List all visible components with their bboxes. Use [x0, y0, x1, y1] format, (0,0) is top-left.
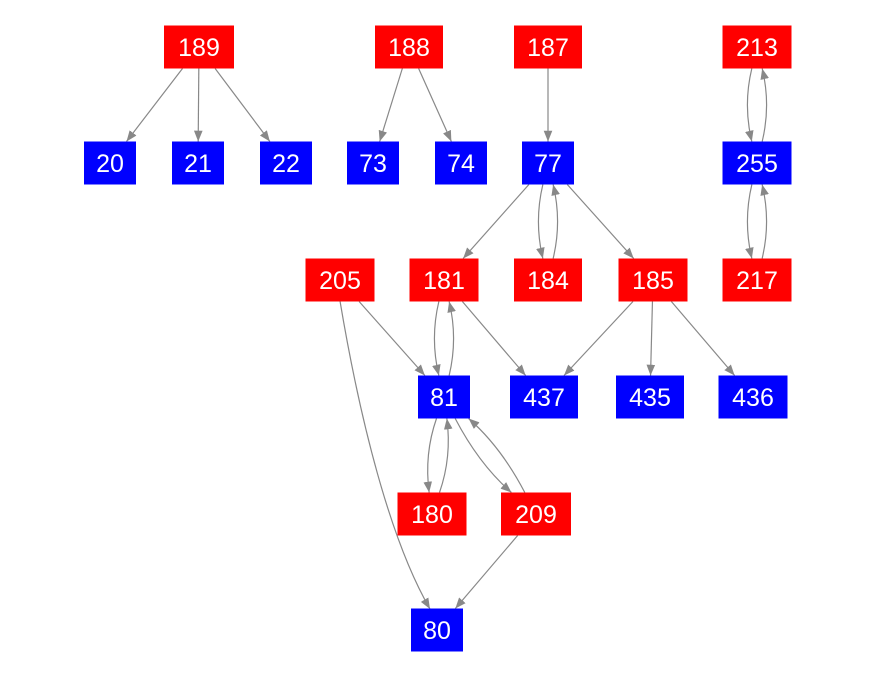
- node-label: 181: [423, 267, 465, 295]
- node-label: 435: [629, 384, 671, 412]
- node-box: [260, 141, 312, 185]
- node-188[interactable]: 188: [375, 25, 443, 69]
- edge-185-to-435: [646, 301, 656, 376]
- edge-81-to-209: [454, 418, 512, 493]
- edge-205-to-80: [339, 300, 431, 610]
- node-box: [722, 141, 792, 185]
- edge-255-to-217: [745, 184, 754, 259]
- node-box: [514, 258, 582, 302]
- node-189[interactable]: 189: [164, 25, 234, 69]
- node-437[interactable]: 437: [510, 375, 578, 419]
- edge-77-to-185: [566, 184, 635, 259]
- node-label: 209: [515, 501, 557, 529]
- edge-185-to-436: [670, 301, 736, 376]
- edge-185-to-437: [563, 301, 634, 376]
- node-label: 255: [736, 150, 778, 178]
- edge-189-to-20: [126, 68, 183, 142]
- edge-188-to-73: [378, 68, 403, 142]
- node-label: 213: [736, 34, 778, 62]
- node-21[interactable]: 21: [172, 141, 224, 185]
- node-label: 187: [527, 34, 569, 62]
- edge-181-to-81: [432, 301, 441, 376]
- edge-180-to-81: [438, 418, 453, 493]
- node-box: [718, 375, 788, 419]
- node-label: 437: [523, 384, 565, 412]
- node-box: [418, 375, 470, 419]
- edge-188-to-74: [418, 68, 452, 142]
- node-box: [616, 375, 684, 419]
- node-label: 74: [447, 150, 475, 178]
- node-187[interactable]: 187: [514, 25, 582, 69]
- node-label: 80: [423, 617, 451, 645]
- node-435[interactable]: 435: [616, 375, 684, 419]
- node-box: [435, 141, 487, 185]
- edge-81-to-180: [423, 418, 438, 493]
- node-181[interactable]: 181: [409, 258, 479, 302]
- node-205[interactable]: 205: [305, 258, 375, 302]
- node-436[interactable]: 436: [718, 375, 788, 419]
- node-box: [347, 141, 399, 185]
- node-label: 184: [527, 267, 569, 295]
- node-185[interactable]: 185: [618, 258, 688, 302]
- edge-189-to-22: [214, 68, 271, 142]
- node-box: [172, 141, 224, 185]
- node-80[interactable]: 80: [411, 608, 463, 652]
- node-box: [411, 608, 463, 652]
- node-box: [722, 25, 792, 69]
- node-180[interactable]: 180: [397, 492, 467, 536]
- node-box: [501, 492, 571, 536]
- node-label: 73: [359, 150, 387, 178]
- node-label: 217: [736, 267, 778, 295]
- node-label: 180: [411, 501, 453, 529]
- edge-77-to-184: [536, 184, 545, 259]
- node-box: [522, 141, 574, 185]
- node-label: 185: [632, 267, 674, 295]
- node-73[interactable]: 73: [347, 141, 399, 185]
- node-74[interactable]: 74: [435, 141, 487, 185]
- node-20[interactable]: 20: [84, 141, 136, 185]
- node-box: [375, 25, 443, 69]
- edge-217-to-255: [760, 184, 769, 259]
- node-77[interactable]: 77: [522, 141, 574, 185]
- edge-209-to-80: [454, 535, 519, 609]
- edge-77-to-181: [462, 184, 530, 259]
- edge-255-to-213: [760, 68, 769, 142]
- edge-209-to-81: [468, 418, 526, 493]
- node-box: [510, 375, 578, 419]
- node-label: 22: [272, 150, 300, 178]
- node-217[interactable]: 217: [722, 258, 792, 302]
- edge-189-to-21: [193, 68, 203, 142]
- node-box: [164, 25, 234, 69]
- node-box: [409, 258, 479, 302]
- node-box: [722, 258, 792, 302]
- node-255[interactable]: 255: [722, 141, 792, 185]
- node-box: [305, 258, 375, 302]
- node-label: 77: [534, 150, 562, 178]
- node-box: [618, 258, 688, 302]
- node-box: [514, 25, 582, 69]
- node-label: 81: [430, 384, 458, 412]
- edge-184-to-77: [551, 184, 560, 259]
- node-22[interactable]: 22: [260, 141, 312, 185]
- edge-181-to-437: [461, 301, 527, 376]
- node-label: 436: [732, 384, 774, 412]
- edge-205-to-81: [358, 301, 426, 376]
- node-label: 205: [319, 267, 361, 295]
- node-label: 188: [388, 34, 430, 62]
- edge-213-to-255: [745, 68, 754, 142]
- node-213[interactable]: 213: [722, 25, 792, 69]
- node-184[interactable]: 184: [514, 258, 582, 302]
- node-box: [397, 492, 467, 536]
- node-81[interactable]: 81: [418, 375, 470, 419]
- node-label: 20: [96, 150, 124, 178]
- node-label: 189: [178, 34, 220, 62]
- node-209[interactable]: 209: [501, 492, 571, 536]
- node-box: [84, 141, 136, 185]
- edge-81-to-181: [447, 301, 456, 376]
- node-label: 21: [184, 150, 212, 178]
